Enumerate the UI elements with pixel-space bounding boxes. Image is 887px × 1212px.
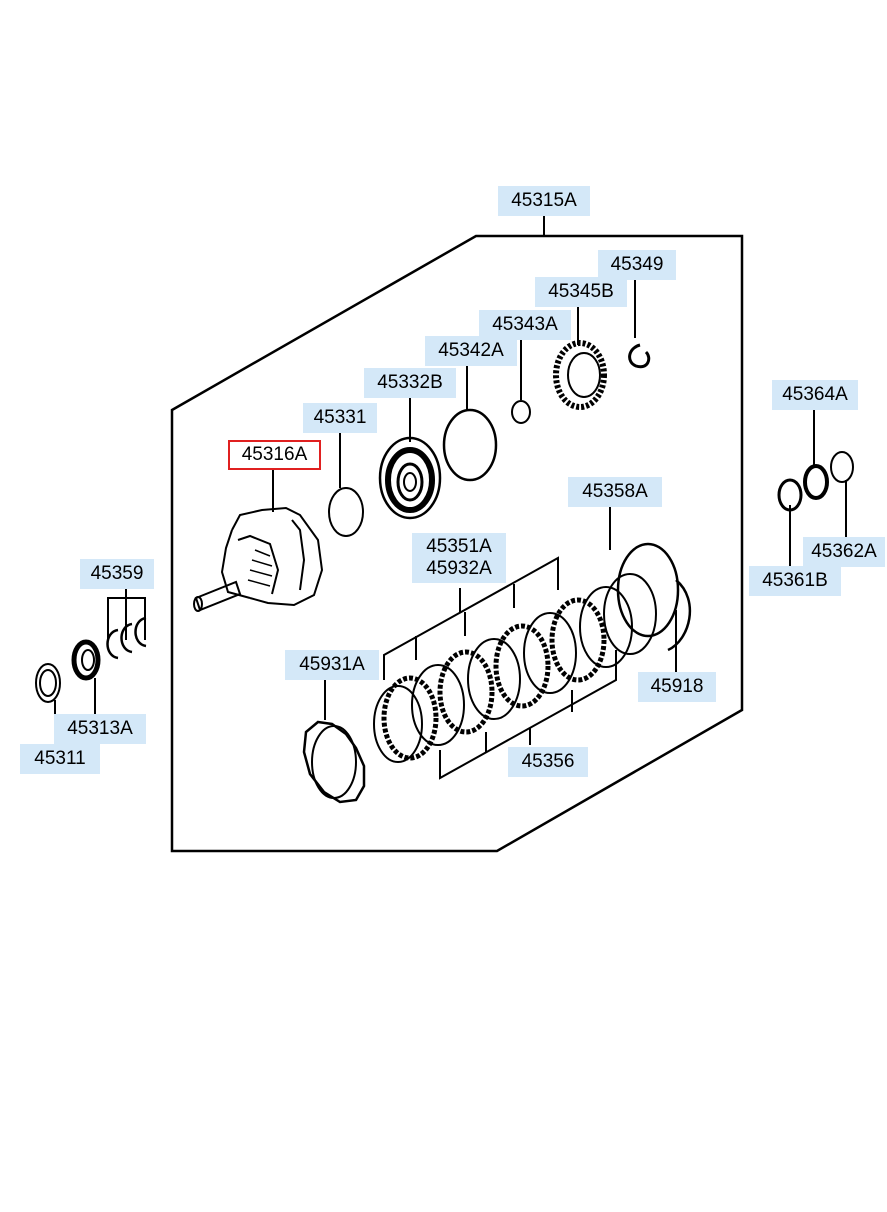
clutch-pack — [373, 573, 657, 763]
part-label-45362A[interactable]: 45362A — [803, 537, 885, 567]
part-label-45361B[interactable]: 45361B — [749, 566, 841, 596]
part-label-45931A[interactable]: 45931A — [285, 650, 379, 680]
part-label-45349[interactable]: 45349 — [598, 250, 676, 280]
snap-ring-45349 — [628, 343, 651, 369]
washer-45362A — [830, 451, 854, 483]
bearing-45313A — [71, 639, 101, 681]
part-label-45918[interactable]: 45918 — [638, 672, 716, 702]
part-label-45313A[interactable]: 45313A — [54, 714, 146, 744]
hub-45345B — [553, 340, 607, 410]
part-label-45311[interactable]: 45311 — [20, 744, 100, 774]
part-label-45932A: 45932A — [426, 558, 492, 579]
part-label-45351A-45932A[interactable]: 45351A 45932A — [412, 533, 506, 583]
retaining-rings-45359 — [106, 616, 147, 660]
part-label-45343A[interactable]: 45343A — [479, 310, 571, 340]
part-label-45358A[interactable]: 45358A — [568, 477, 662, 507]
retainer-45316A — [193, 506, 324, 612]
part-label-45359[interactable]: 45359 — [80, 559, 154, 589]
snap-ring-45918 — [667, 579, 692, 652]
assembly-outline — [170, 234, 744, 853]
part-label-45356[interactable]: 45356 — [508, 747, 588, 777]
part-label-45315A[interactable]: 45315A — [498, 186, 590, 216]
part-label-45342A[interactable]: 45342A — [425, 336, 517, 366]
end-plate-45931A — [302, 720, 366, 804]
part-label-45345B[interactable]: 45345B — [535, 277, 627, 307]
part-label-45351A: 45351A — [426, 536, 492, 557]
pressure-plate-45358A — [616, 542, 680, 638]
o-ring-45331 — [328, 487, 364, 537]
seal-ring-45342A — [442, 408, 498, 482]
part-label-45364A[interactable]: 45364A — [772, 380, 858, 410]
piston-45332B — [378, 436, 442, 520]
washer-45311 — [35, 663, 61, 703]
part-label-45316A-selected[interactable]: 45316A — [228, 440, 321, 470]
o-ring-45343A — [511, 400, 531, 424]
washer-45361B — [777, 478, 803, 512]
part-label-45331[interactable]: 45331 — [303, 403, 377, 433]
bearing-45364A — [803, 464, 829, 500]
part-label-45332B[interactable]: 45332B — [364, 368, 456, 398]
